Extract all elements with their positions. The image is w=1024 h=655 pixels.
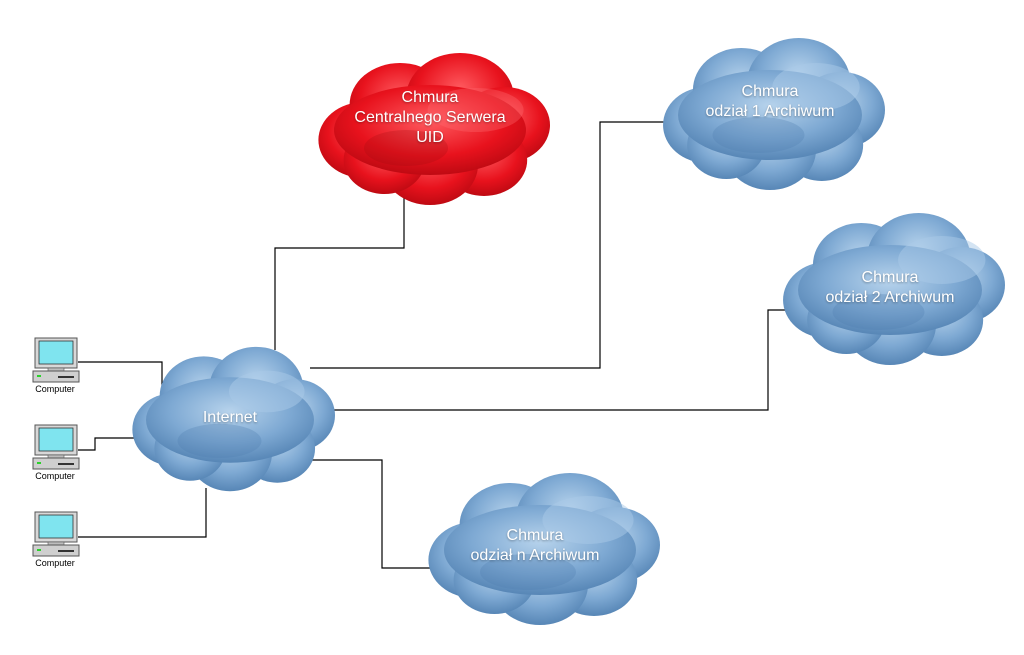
branchn-cloud-line-1: Chmura <box>506 527 564 544</box>
link-internet-branch2 <box>318 309 790 411</box>
internet-cloud-label: Internet <box>180 408 280 428</box>
cloud-central <box>318 53 550 205</box>
computer-icon <box>32 511 80 557</box>
computer-2-label: Computer <box>35 471 75 481</box>
central-cloud-line-1: Chmura <box>401 89 459 106</box>
computer-1-label: Computer <box>35 384 75 394</box>
branchn-cloud-line-2: odział n Archiwum <box>470 547 600 564</box>
cloud-internet <box>132 346 335 492</box>
central-cloud-line-3: UID <box>416 129 444 146</box>
computer-1: Computer <box>24 383 86 394</box>
link-computer1-internet <box>78 361 163 388</box>
connections <box>78 121 790 569</box>
internet-cloud-line-1: Internet <box>202 409 258 426</box>
computer-2: Computer <box>24 470 86 481</box>
computer-3-label: Computer <box>35 558 75 568</box>
branch1-cloud-line-1: Chmura <box>741 83 799 100</box>
computer-icon <box>32 424 80 470</box>
cloud-branch-1 <box>663 38 885 190</box>
branchn-cloud-label: Chmura odział n Archiwum <box>445 526 625 566</box>
branch1-cloud-label: Chmura odział 1 Archiwum <box>680 82 860 122</box>
computer-icon <box>32 337 80 383</box>
branch1-cloud-line-2: odział 1 Archiwum <box>705 103 835 120</box>
branch2-cloud-line-2: odział 2 Archiwum <box>825 289 955 306</box>
link-internet-branch1 <box>310 121 668 369</box>
link-internet-branchn <box>300 459 440 569</box>
branch2-cloud-line-1: Chmura <box>861 269 919 286</box>
link-computer2-internet <box>78 437 142 451</box>
link-central-internet <box>274 196 405 350</box>
central-cloud-line-2: Centralnego Serwera <box>354 109 506 126</box>
central-cloud-label: Chmura Centralnego Serwera UID <box>335 88 525 148</box>
computer-3: Computer <box>24 557 86 568</box>
cloud-branch-n <box>428 473 660 625</box>
link-computer3-internet <box>78 488 207 538</box>
branch2-cloud-label: Chmura odział 2 Archiwum <box>800 268 980 308</box>
cloud-branch-2 <box>783 213 1005 365</box>
